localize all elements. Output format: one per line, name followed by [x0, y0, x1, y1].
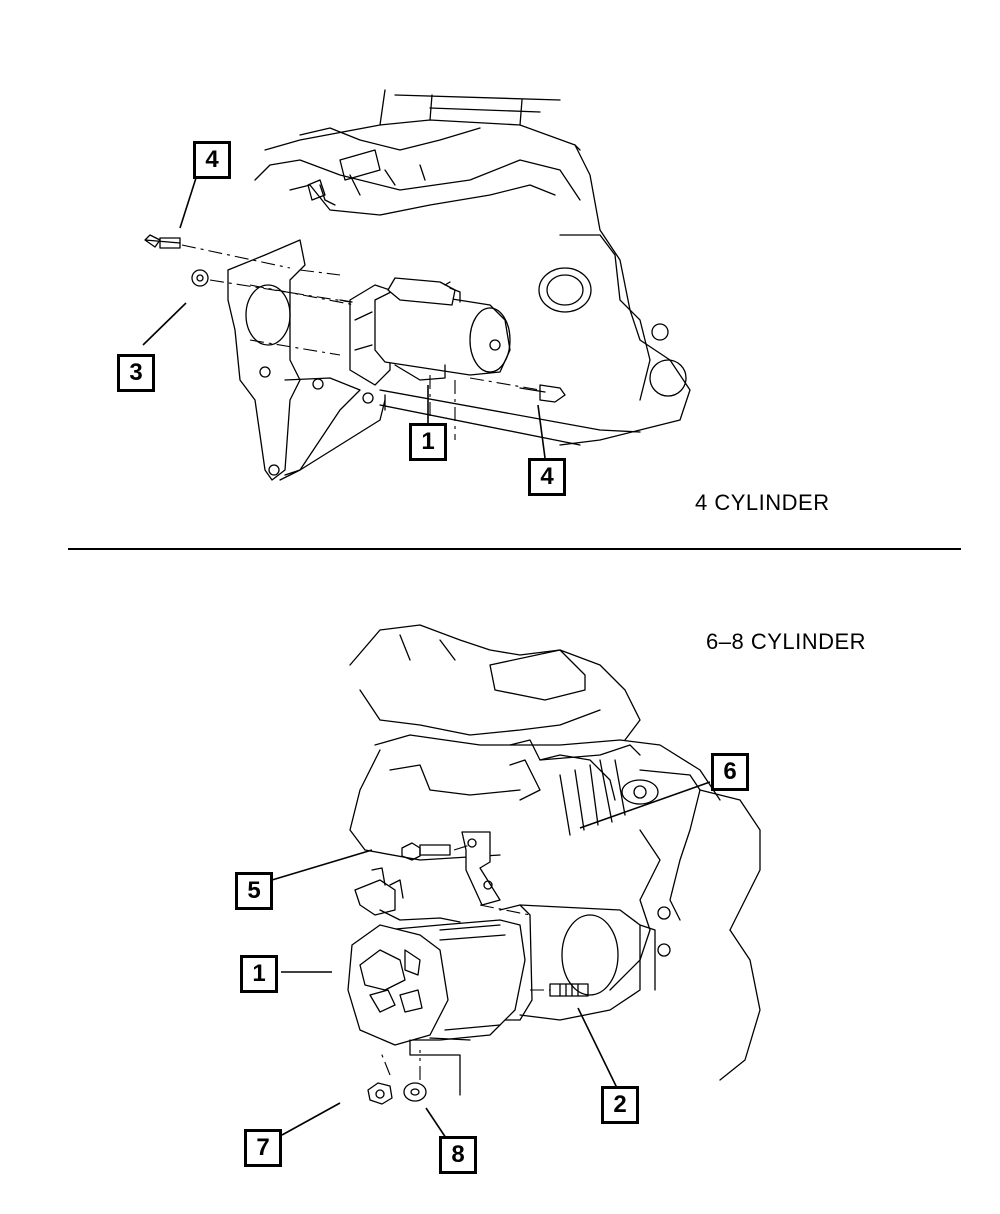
callout-8-washer: 8	[439, 1136, 477, 1174]
callout-4-lower-bolt: 4	[528, 458, 566, 496]
callout-1-starter-6-8cyl: 1	[240, 955, 278, 993]
callout-1-starter-4cyl: 1	[409, 423, 447, 461]
callout-2-stud: 2	[601, 1086, 639, 1124]
callout-6-bracket: 6	[711, 753, 749, 791]
four-cylinder-label: 4 CYLINDER	[695, 490, 830, 515]
callout-3-washer: 3	[117, 354, 155, 392]
callout-4-upper-bolt: 4	[193, 141, 231, 179]
section-divider	[68, 548, 961, 550]
callout-5-bolt: 5	[235, 872, 273, 910]
six-eight-cylinder-label: 6–8 CYLINDER	[706, 629, 867, 654]
callout-7-nut: 7	[244, 1129, 282, 1167]
four-cylinder-engine-drawing	[144, 89, 691, 481]
six-eight-cylinder-engine-drawing	[347, 624, 761, 1105]
